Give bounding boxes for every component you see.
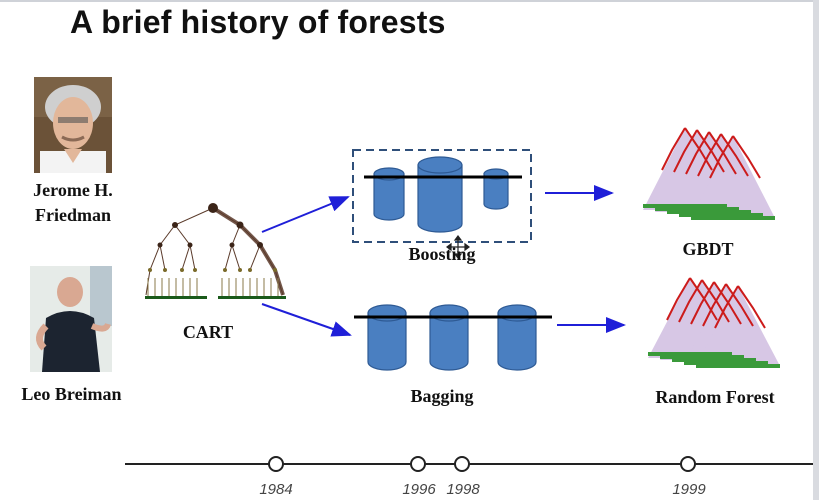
friedman-name-line1: Jerome H. (33, 180, 113, 200)
year-1998: 1998 (446, 481, 480, 498)
year-1996: 1996 (402, 481, 436, 498)
cart-tree-icon (145, 203, 286, 299)
gbdt-label: GBDT (682, 239, 734, 259)
right-scrollbar-edge (813, 0, 819, 500)
timeline-marker-1998 (454, 456, 470, 472)
random-forest-label: Random Forest (655, 387, 775, 407)
breiman-photo (30, 266, 112, 372)
move-cursor-icon (446, 235, 470, 259)
cart-label: CART (182, 322, 234, 342)
gbdt-forest-icon (643, 127, 775, 220)
bagging-label: Bagging (410, 386, 474, 406)
arrow-cart-to-boosting (261, 196, 350, 233)
year-1984: 1984 (259, 481, 293, 498)
timeline-marker-1984 (268, 456, 284, 472)
friedman-photo (34, 77, 112, 173)
boosting-dashed-box (352, 149, 532, 243)
boosting-cylinders-icon (373, 156, 509, 233)
year-1999: 1999 (672, 481, 706, 498)
timeline-marker-1999 (680, 456, 696, 472)
random-forest-icon (648, 277, 780, 368)
boosting-label: Boosting (408, 244, 476, 264)
arrow-cart-to-bagging (261, 303, 352, 337)
top-border (0, 0, 819, 2)
slide-title: A brief history of forests (70, 4, 446, 40)
timeline-marker-1996 (410, 456, 426, 472)
bagging-cylinders-icon (367, 304, 537, 371)
breiman-name: Leo Breiman (21, 384, 122, 404)
friedman-name-line2: Friedman (35, 205, 111, 225)
